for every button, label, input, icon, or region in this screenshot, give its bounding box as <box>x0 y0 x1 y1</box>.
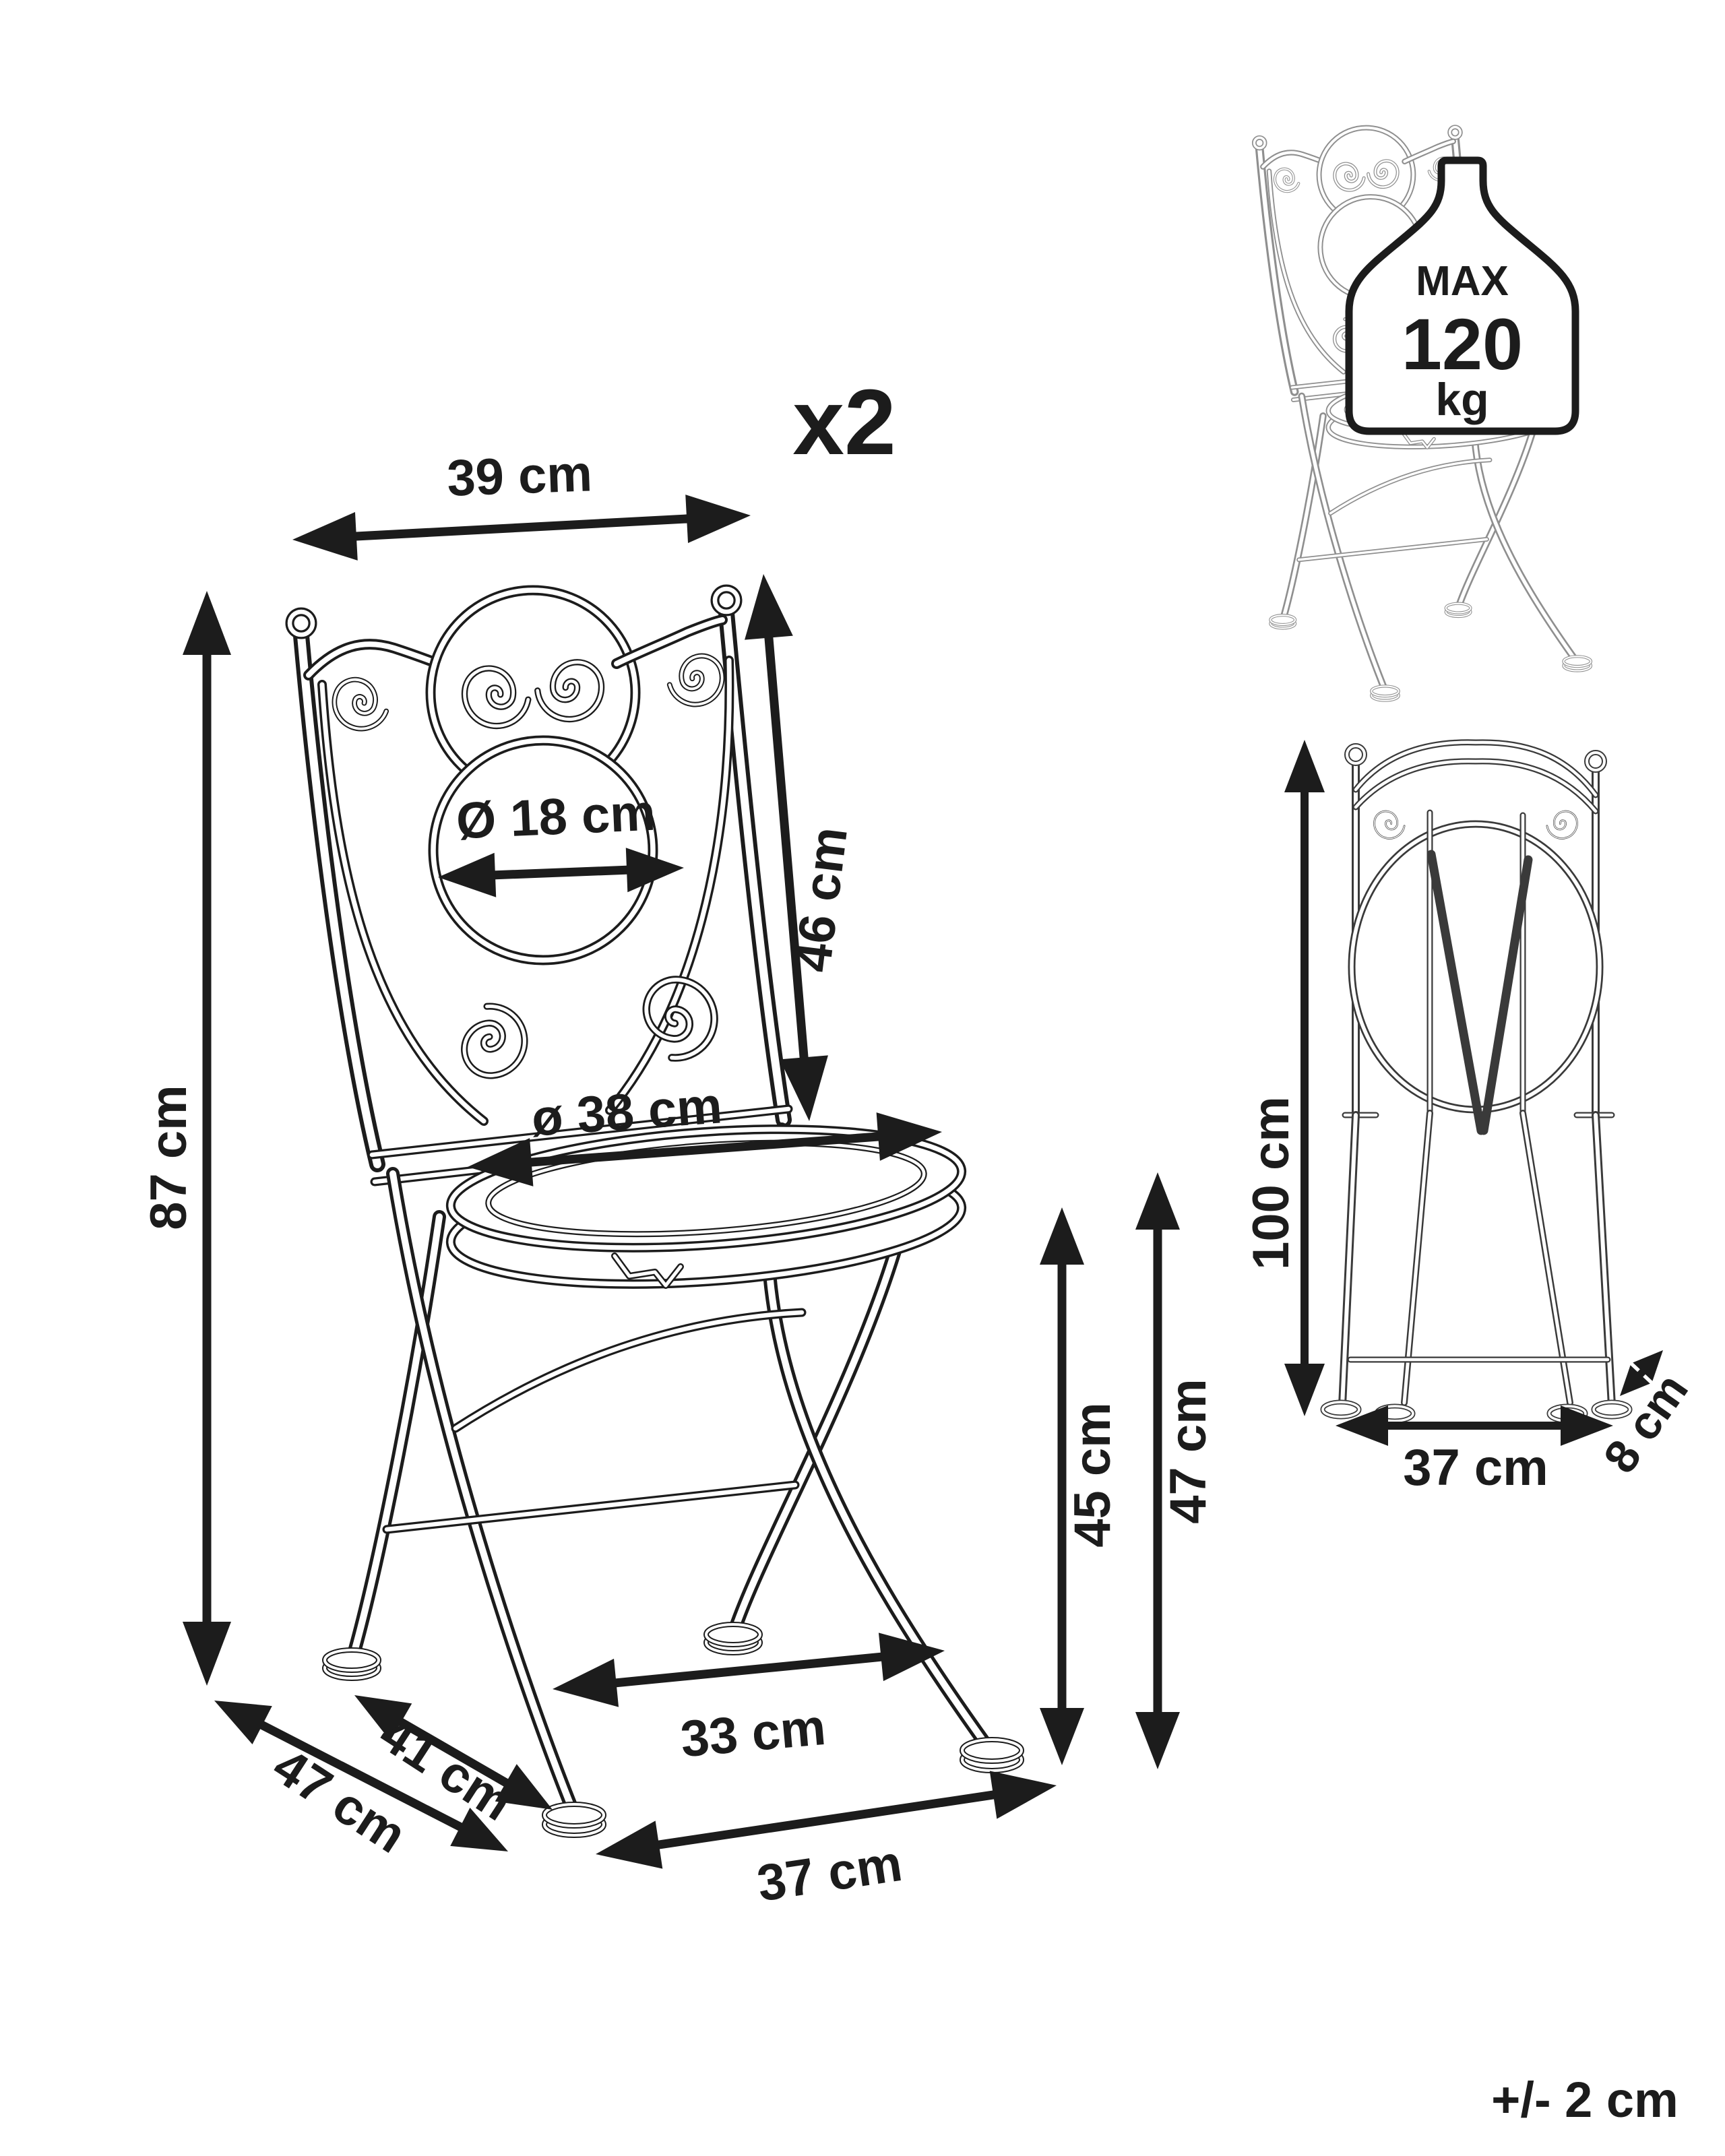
folded-width-label: 37 cm <box>1403 1439 1548 1496</box>
total-height-label: 87 cm <box>140 1085 197 1230</box>
folded-height-label: 100 cm <box>1243 1096 1300 1270</box>
rear-leg-span-label: 33 cm <box>679 1699 828 1768</box>
quantity-label: x2 <box>792 371 896 474</box>
front-width-label: 37 cm <box>753 1835 906 1913</box>
backrest-circle-diameter-label: Ø 18 cm <box>455 784 656 850</box>
seat-height-front-label: 45 cm <box>1064 1402 1121 1548</box>
seat-height-back-label: 47 cm <box>1160 1378 1217 1524</box>
max-load-unit: kg <box>1435 374 1488 425</box>
dimension-arrows <box>183 495 1663 1869</box>
max-load-weight-icon <box>1345 156 1579 435</box>
tolerance-label: +/- 2 cm <box>1491 2072 1679 2128</box>
main-chair-drawing <box>285 584 1024 1838</box>
backrest-width-label: 39 cm <box>446 445 593 507</box>
backrest-height-label: 46 cm <box>784 824 858 975</box>
seat-diameter-label: ø 38 cm <box>530 1077 724 1147</box>
max-load-prefix: MAX <box>1416 258 1509 305</box>
folded-chair-drawing <box>1320 739 1633 1424</box>
max-load-value: 120 <box>1402 303 1523 385</box>
